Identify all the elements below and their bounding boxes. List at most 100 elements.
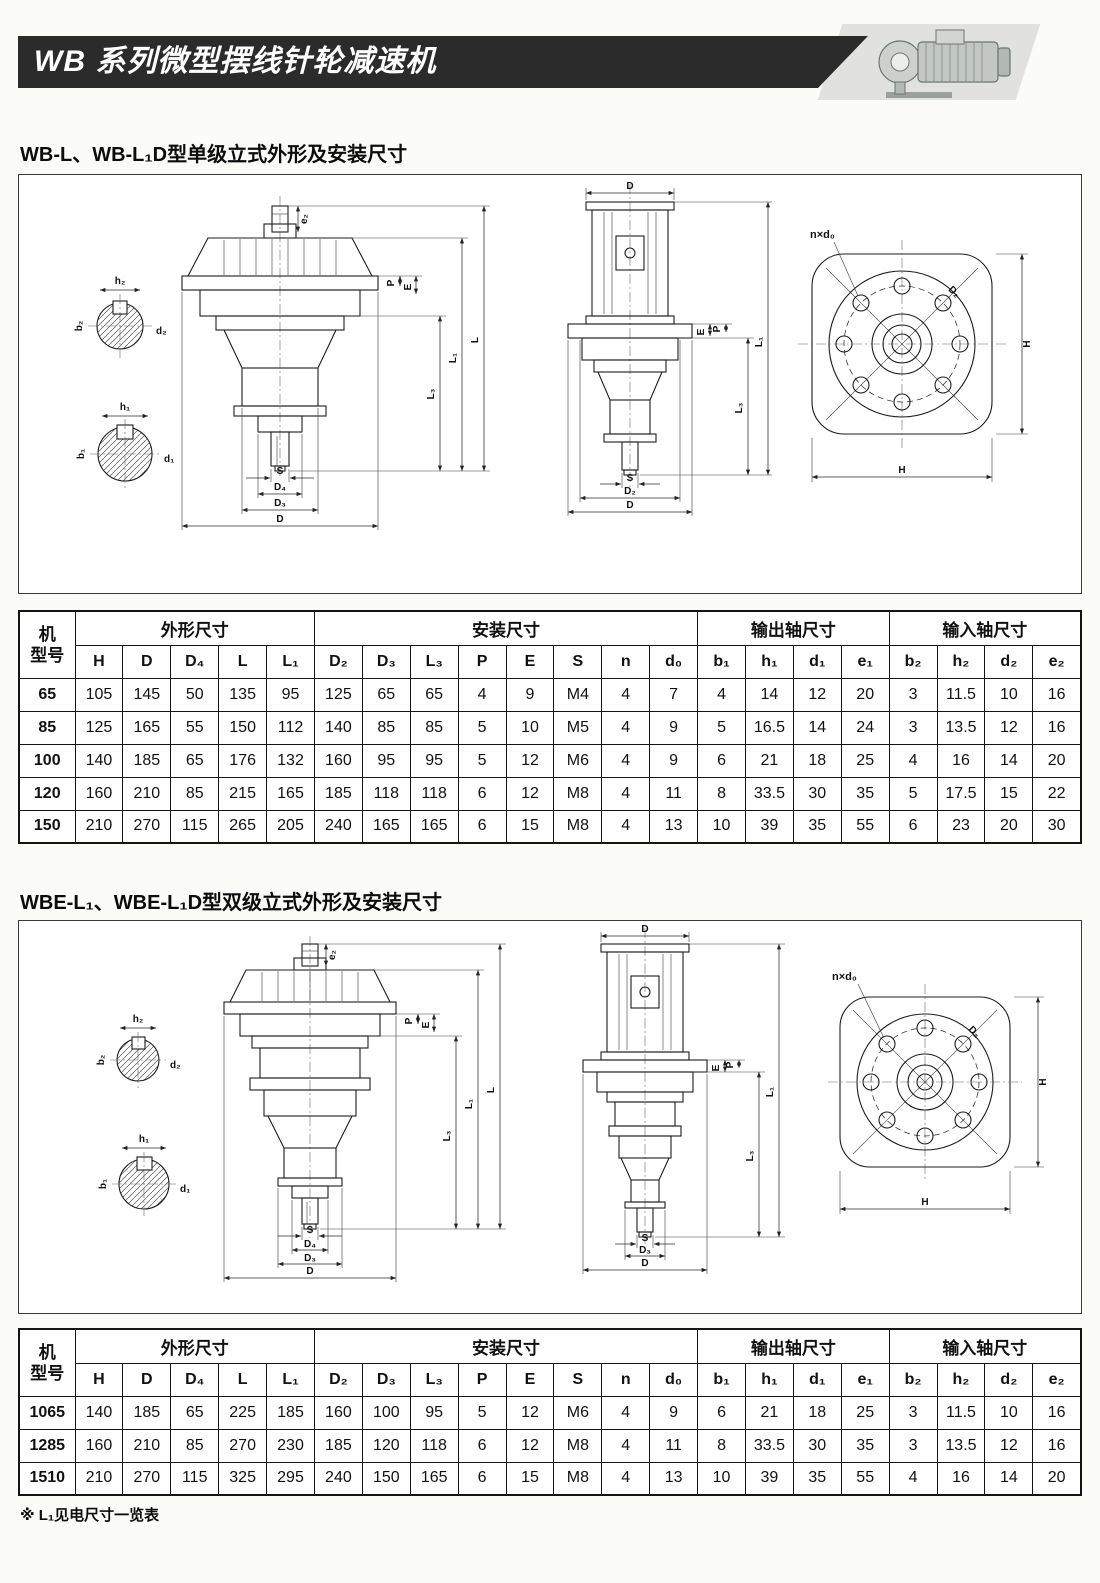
cell-b2: 6 [888, 809, 938, 844]
cell-E: 12 [505, 776, 555, 811]
cell-H: 160 [74, 1428, 124, 1463]
cell-n: 4 [601, 1395, 651, 1430]
side-view-dims: D S D₂ D E P L₃ L₁ [567, 181, 772, 516]
cell-e2: 30 [1032, 809, 1082, 844]
col-n: n [601, 644, 651, 679]
cell-d1: 30 [792, 776, 842, 811]
col-d2: d₂ [984, 644, 1034, 679]
dim-label-P: P [404, 1017, 415, 1024]
cell-b2: 3 [888, 1428, 938, 1463]
cell-d0: 9 [649, 1395, 699, 1430]
cell-h2: 16 [936, 1461, 986, 1496]
col-d1: d₁ [792, 1362, 842, 1397]
cell-d0: 13 [649, 1461, 699, 1496]
dim-label-S: S [307, 1225, 314, 1236]
col-D3: D₃ [361, 1362, 411, 1397]
cell-e1: 55 [840, 1461, 890, 1496]
cell-d0: 9 [649, 743, 699, 778]
cell-D3: 120 [361, 1428, 411, 1463]
section2-title: WBE-L₁、WBE-L₁D型双级立式外形及安装尺寸 [20, 892, 443, 914]
cell-D3: 118 [361, 776, 411, 811]
dim-label-D3-side: D₃ [639, 1245, 651, 1256]
cell-e2: 16 [1032, 710, 1082, 745]
dim-label-D3: D₃ [304, 1253, 316, 1264]
dim-label-nxd0: n×d₀ [810, 229, 835, 241]
cell-D: 185 [122, 1395, 172, 1430]
dim-label-L1: L₁ [448, 353, 459, 363]
cell-d0: 7 [649, 677, 699, 712]
cell-D2: 185 [313, 1428, 363, 1463]
dim-label-b2: b₂ [74, 321, 85, 332]
cell-L3: 85 [409, 710, 459, 745]
cell-e1: 25 [840, 1395, 890, 1430]
double-stage-drawing-box: h₂ b₂ d₂ h₁ b₁ d₁ [18, 920, 1082, 1314]
col-E: E [505, 1362, 555, 1397]
cell-e1: 25 [840, 743, 890, 778]
dim-label-L: L [486, 1087, 497, 1093]
cell-L: 270 [218, 1428, 268, 1463]
cell-P: 5 [457, 710, 507, 745]
cell-E: 15 [505, 809, 555, 844]
cell-b1: 5 [697, 710, 746, 745]
col-D: D [122, 1362, 172, 1397]
cell-h2: 23 [936, 809, 986, 844]
cell-P: 6 [457, 1461, 507, 1496]
cell-D4: 85 [170, 776, 220, 811]
dim-label-E2: E [711, 1064, 722, 1071]
dim-label-E2: E [696, 328, 707, 335]
col-H: H [74, 1362, 124, 1397]
cell-D4: 115 [170, 809, 220, 844]
cell-D2: 140 [313, 710, 363, 745]
cell-e1: 20 [840, 677, 890, 712]
cell-D2: 185 [313, 776, 363, 811]
side-view [567, 184, 693, 488]
cell-h2: 17.5 [936, 776, 986, 811]
group-input-shaft-dims: 输入轴尺寸 [888, 610, 1082, 646]
cell-L: 225 [218, 1395, 268, 1430]
group-outline-dims: 外形尺寸 [74, 610, 315, 646]
cell-H: 140 [74, 743, 124, 778]
cell-L1: 230 [266, 1428, 315, 1463]
cell-e1: 35 [840, 776, 890, 811]
cell-h1: 16.5 [744, 710, 794, 745]
col-D2: D₂ [313, 644, 363, 679]
cell-L3: 95 [409, 1395, 459, 1430]
cell-b1: 6 [697, 1395, 746, 1430]
cell-model: 65 [18, 677, 76, 712]
col-e1: e₁ [840, 644, 890, 679]
col-S: S [553, 644, 603, 679]
col-L3: L₃ [409, 1362, 459, 1397]
flange-view: n×d₀ D₂ H H [798, 229, 1033, 482]
cell-L: 265 [218, 809, 268, 844]
cell-L3: 118 [409, 776, 459, 811]
group-outline-dims: 外形尺寸 [74, 1328, 315, 1364]
model-header-bottom: 型号 [30, 1363, 65, 1383]
col-L3: L₃ [409, 644, 459, 679]
dim-label-b1: b₁ [76, 449, 87, 459]
col-L1: L₁ [266, 644, 315, 679]
cell-b1: 4 [697, 677, 746, 712]
cell-D: 210 [122, 776, 172, 811]
cell-d1: 35 [792, 1461, 842, 1496]
cell-D2: 240 [313, 809, 363, 844]
cell-E: 12 [505, 1395, 555, 1430]
cell-L: 176 [218, 743, 268, 778]
dim-label-h1: h₁ [120, 402, 130, 413]
cell-d1: 14 [792, 710, 842, 745]
group-header-row: 机 型号 外形尺寸 安装尺寸 输出轴尺寸 输入轴尺寸 [18, 1328, 1082, 1397]
group-mounting-dims: 安装尺寸 [313, 1328, 699, 1364]
output-shaft-section: h₁ b₁ d₁ [76, 402, 174, 489]
col-d1: d₁ [792, 644, 842, 679]
col-D4: D₄ [170, 644, 220, 679]
cell-H: 105 [74, 677, 124, 712]
cell-L1: 165 [266, 776, 315, 811]
col-S: S [553, 1362, 603, 1397]
dim-label-L: L [470, 337, 481, 343]
cell-b1: 8 [697, 776, 746, 811]
cell-h1: 33.5 [744, 776, 794, 811]
cell-D3: 165 [361, 809, 411, 844]
group-input-shaft-dims: 输入轴尺寸 [888, 1328, 1082, 1364]
cell-L: 325 [218, 1461, 268, 1496]
cell-h2: 13.5 [936, 1428, 986, 1463]
cell-E: 9 [505, 677, 555, 712]
